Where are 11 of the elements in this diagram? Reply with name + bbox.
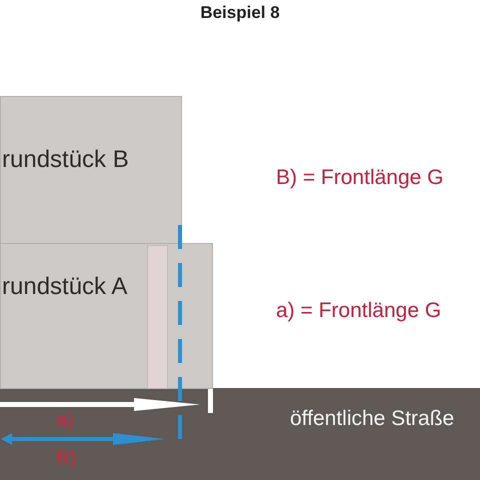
street-label: öffentliche Straße: [290, 408, 454, 429]
title: Beispiel 8: [200, 4, 280, 21]
dimension-label: a): [56, 410, 74, 430]
street-band: [0, 388, 480, 480]
parcel-box: [0, 243, 213, 389]
parcel-label: rundstück A: [2, 275, 128, 299]
definition-text: B) = Frontlänge G: [276, 167, 444, 188]
dimension-label: B): [56, 448, 76, 468]
parcel-box: [0, 96, 182, 244]
definition-text: a) = Frontlänge G: [276, 300, 442, 321]
parcel-label: rundstück B: [2, 148, 129, 172]
